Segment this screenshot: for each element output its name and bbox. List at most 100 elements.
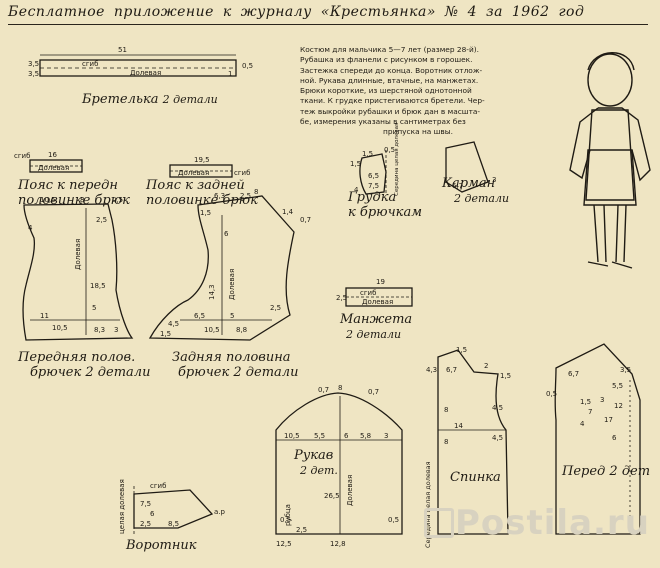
bib-name: Грудка bbox=[348, 190, 397, 205]
front-trouser-dim: 2,5 bbox=[96, 216, 107, 224]
front-shirt-dim: 0,5 bbox=[546, 390, 557, 398]
belt-back-title: Пояс к задней половинке брюк bbox=[146, 178, 258, 208]
back-trouser-dim: 8 bbox=[254, 188, 258, 196]
bretelka-dim: 3,5 bbox=[28, 60, 39, 68]
front-shirt-dim: 12 bbox=[614, 402, 623, 410]
back-trouser-name: Задняя половина bbox=[172, 350, 291, 365]
bib-name: к брючкам bbox=[348, 205, 422, 220]
back-trouser-name: брючек 2 детали bbox=[178, 365, 299, 380]
front-trouser-dim: 8 bbox=[80, 196, 84, 204]
front-trouser-name: Передняя полов. bbox=[18, 350, 136, 365]
description-line: ной. Рукава длинные, втачные, на манжета… bbox=[300, 75, 479, 85]
cuff-name: Манжета bbox=[340, 312, 413, 327]
front-shirt-piece bbox=[554, 343, 641, 535]
sleeve-dim: 5,8 bbox=[360, 432, 371, 440]
back-trouser-dim: 1,5 bbox=[200, 209, 211, 217]
collar-title: Воротник bbox=[126, 538, 197, 553]
description-line: Брюки короткие, из шерстяной однотонной bbox=[300, 86, 472, 96]
sleeve-dim: 0,7 bbox=[318, 386, 329, 394]
description-line: теж выкройки рубашки и брюк дан в масшта… bbox=[300, 106, 481, 116]
bretelka-title: Бретелька 2 детали bbox=[82, 92, 218, 107]
header-word: журналу bbox=[240, 4, 312, 20]
cuff-width: 19 bbox=[376, 278, 385, 286]
bib-title: Грудка к брючкам bbox=[348, 190, 422, 220]
header-word: «Крестьянка» bbox=[320, 4, 436, 20]
back-trouser-dim: 6,5 bbox=[194, 312, 205, 320]
back-trouser-dim: 0,7 bbox=[300, 216, 311, 224]
bretelka-fold-label: сгиб bbox=[82, 60, 98, 68]
belt-back-name: Пояс к задней bbox=[146, 178, 245, 193]
belt-front-name: Пояс к передн bbox=[18, 178, 118, 193]
back-shirt-dim: 4,3 bbox=[426, 366, 437, 374]
sleeve-grain-label: Долевая bbox=[346, 475, 354, 506]
bib-dim: 7,5 bbox=[368, 182, 379, 190]
front-shirt-dim: 17 bbox=[604, 416, 613, 424]
description-line: Застежка спереди до конца. Воротник отло… bbox=[300, 65, 483, 75]
bib-dim: 0,5 bbox=[384, 146, 395, 154]
back-trouser-dim: 4,5 bbox=[168, 320, 179, 328]
sleeve-dim: 0,7 bbox=[368, 388, 379, 396]
bretelka-dim: 1 bbox=[228, 70, 232, 78]
back-trouser-piece bbox=[148, 195, 295, 341]
collar-grain-label: целая долевая bbox=[118, 479, 126, 534]
sleeve-dim: 8 bbox=[338, 384, 342, 392]
front-trouser-dim: 18,5 bbox=[90, 282, 106, 290]
belt-front-grain-label: Долевая bbox=[38, 164, 69, 172]
back-trouser-grain-label: Долевая bbox=[228, 269, 236, 300]
header-word: 4 bbox=[467, 4, 477, 20]
boy-hair bbox=[587, 52, 635, 71]
back-shirt-dim: 2 bbox=[484, 362, 488, 370]
boy-legs bbox=[593, 204, 627, 263]
back-shirt-dim: 1,5 bbox=[500, 372, 511, 380]
pocket-count: 2 детали bbox=[454, 192, 510, 205]
collar-dim: 6 bbox=[150, 510, 155, 518]
collar-dim: 8,5 bbox=[168, 520, 179, 528]
sleeve-dim: 2,5 bbox=[296, 526, 307, 534]
back-shirt-dim: 8 bbox=[444, 406, 448, 414]
header-rule bbox=[8, 24, 648, 25]
back-trouser-dim: 5 bbox=[230, 312, 234, 320]
belt-back-width: 19,5 bbox=[194, 156, 210, 164]
front-shirt-dim: 1,5 bbox=[580, 398, 591, 406]
boy-shorts bbox=[583, 149, 637, 206]
front-shirt-dim: 6 bbox=[612, 434, 617, 442]
pocket-piece bbox=[445, 141, 489, 193]
front-shirt-dim: 3 bbox=[600, 396, 604, 404]
pocket-name: Карман bbox=[442, 176, 496, 191]
boy-right-arm bbox=[598, 107, 651, 182]
back-trouser-dim: 1,5 bbox=[160, 330, 171, 338]
front-shirt-dim: 7 bbox=[588, 408, 592, 416]
pocket-dim: 3 bbox=[492, 176, 496, 184]
back-trouser-dim: 6,3 bbox=[214, 192, 225, 200]
header-word: Бесплатное bbox=[8, 4, 105, 20]
bretelka-count: 2 детали bbox=[162, 93, 218, 106]
belt-front-title: Пояс к передн половинке брюк bbox=[18, 178, 130, 208]
sleeve-dim: 0,5 bbox=[280, 516, 291, 524]
front-trouser-dim: 10,5 bbox=[40, 196, 56, 204]
description-line: припуска на швы. bbox=[383, 127, 453, 137]
watermark: Postila.ru bbox=[455, 503, 650, 543]
boy-shoes bbox=[587, 261, 633, 269]
cuff-title: Манжета 2 детали bbox=[340, 312, 412, 342]
collar-dim: a.p bbox=[214, 508, 226, 516]
collar-fold-label: сгиб bbox=[150, 482, 166, 490]
sleeve-dim: 10,5 bbox=[284, 432, 300, 440]
front-trouser-piece bbox=[22, 203, 134, 341]
header-word: год bbox=[558, 4, 585, 20]
back-shirt-dim: 8 bbox=[444, 438, 448, 446]
front-trouser-dim: 3 bbox=[114, 326, 118, 334]
belt-back-fold-label: сгиб bbox=[234, 169, 250, 177]
header-word: к bbox=[222, 4, 232, 20]
front-trouser-name: брючек 2 детали bbox=[30, 365, 151, 380]
sleeve-dim: 0,5 bbox=[388, 516, 399, 524]
bib-dim: 4 bbox=[354, 186, 359, 194]
bib-dim: 6,5 bbox=[368, 172, 379, 180]
back-trouser-dim: 14,3 bbox=[208, 284, 216, 300]
front-trouser-dim: 8,3 bbox=[94, 326, 105, 334]
bretelka-dim: 0,5 bbox=[242, 62, 253, 70]
front-trouser-dim: 4 bbox=[28, 224, 33, 232]
belt-back-name: половинке брюк bbox=[146, 193, 258, 208]
back-shirt-dim: 14 bbox=[454, 422, 463, 430]
description-line: бе, измерения указаны в сантиметрах без bbox=[300, 117, 466, 127]
